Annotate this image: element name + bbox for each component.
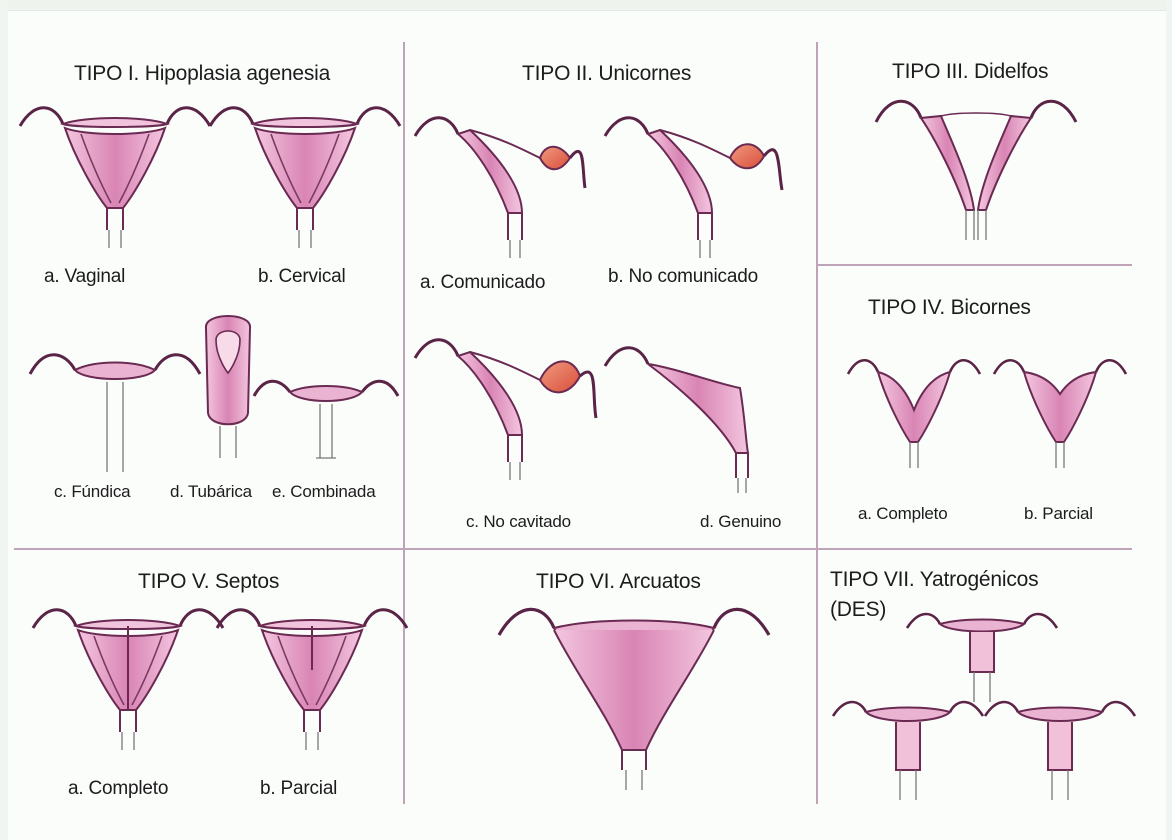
label-no-comunicado: b. No comunicado xyxy=(608,266,758,288)
unicorne-no-comunicado-illustration xyxy=(700,118,710,128)
panel-title: TIPO IV. Bicornes xyxy=(868,296,1031,320)
unicorne-comunicado-illustration xyxy=(510,118,520,128)
label-no-cavitado: c. No cavitado xyxy=(466,512,571,532)
septo-completo-illustration xyxy=(128,610,138,620)
label-fundica: c. Fúndica xyxy=(54,482,130,502)
uterus-vaginal-illustration xyxy=(115,108,125,118)
unicorne-no-cavitado-illustration xyxy=(510,340,520,350)
divider-col3-mid xyxy=(817,264,1132,266)
arcuato-illustration xyxy=(634,610,644,620)
bicorne-completo-illustration xyxy=(914,360,924,370)
label-completo: a. Completo xyxy=(68,778,168,800)
panel-title: TIPO VI. Arcuatos xyxy=(536,570,701,594)
uterus-fundica-illustration xyxy=(115,352,125,362)
label-vaginal: a. Vaginal xyxy=(44,266,125,288)
uterus-cervical-illustration xyxy=(305,108,315,118)
label-cervical: b. Cervical xyxy=(258,266,346,288)
uterus-tubarica-illustration xyxy=(228,318,238,328)
label-parcial: b. Parcial xyxy=(260,778,337,800)
panel-title: TIPO V. Septos xyxy=(138,570,279,594)
right-border xyxy=(1166,0,1172,840)
label-comunicado: a. Comunicado xyxy=(420,272,545,294)
des-uterus-left-illustration xyxy=(908,700,918,710)
panel-title: TIPO II. Unicornes xyxy=(522,62,691,86)
label-genuino: d. Genuino xyxy=(700,512,781,532)
left-border xyxy=(0,0,8,840)
divider-col1 xyxy=(403,42,405,804)
label-combinada: e. Combinada xyxy=(272,482,375,502)
des-uterus-top-illustration xyxy=(982,612,992,622)
top-border xyxy=(0,0,1172,11)
panel-title: TIPO I. Hipoplasia agenesia xyxy=(74,62,330,86)
divider-row-bottom xyxy=(14,548,1132,550)
panel-title: TIPO III. Didelfos xyxy=(892,60,1048,84)
divider-col2 xyxy=(816,42,818,804)
panel-title-line2: (DES) xyxy=(830,598,886,622)
label-tubarica: d. Tubárica xyxy=(170,482,252,502)
panel-title-line1: TIPO VII. Yatrogénicos xyxy=(830,568,1038,592)
label-parcial: b. Parcial xyxy=(1024,504,1093,524)
label-completo: a. Completo xyxy=(858,504,947,524)
uterus-combinada-illustration xyxy=(326,378,336,388)
septo-parcial-illustration xyxy=(312,610,322,620)
didelfo-illustration xyxy=(976,100,986,110)
des-uterus-right-illustration xyxy=(1060,700,1070,710)
unicorne-genuino-illustration xyxy=(700,348,710,358)
bicorne-parcial-illustration xyxy=(1060,360,1070,370)
